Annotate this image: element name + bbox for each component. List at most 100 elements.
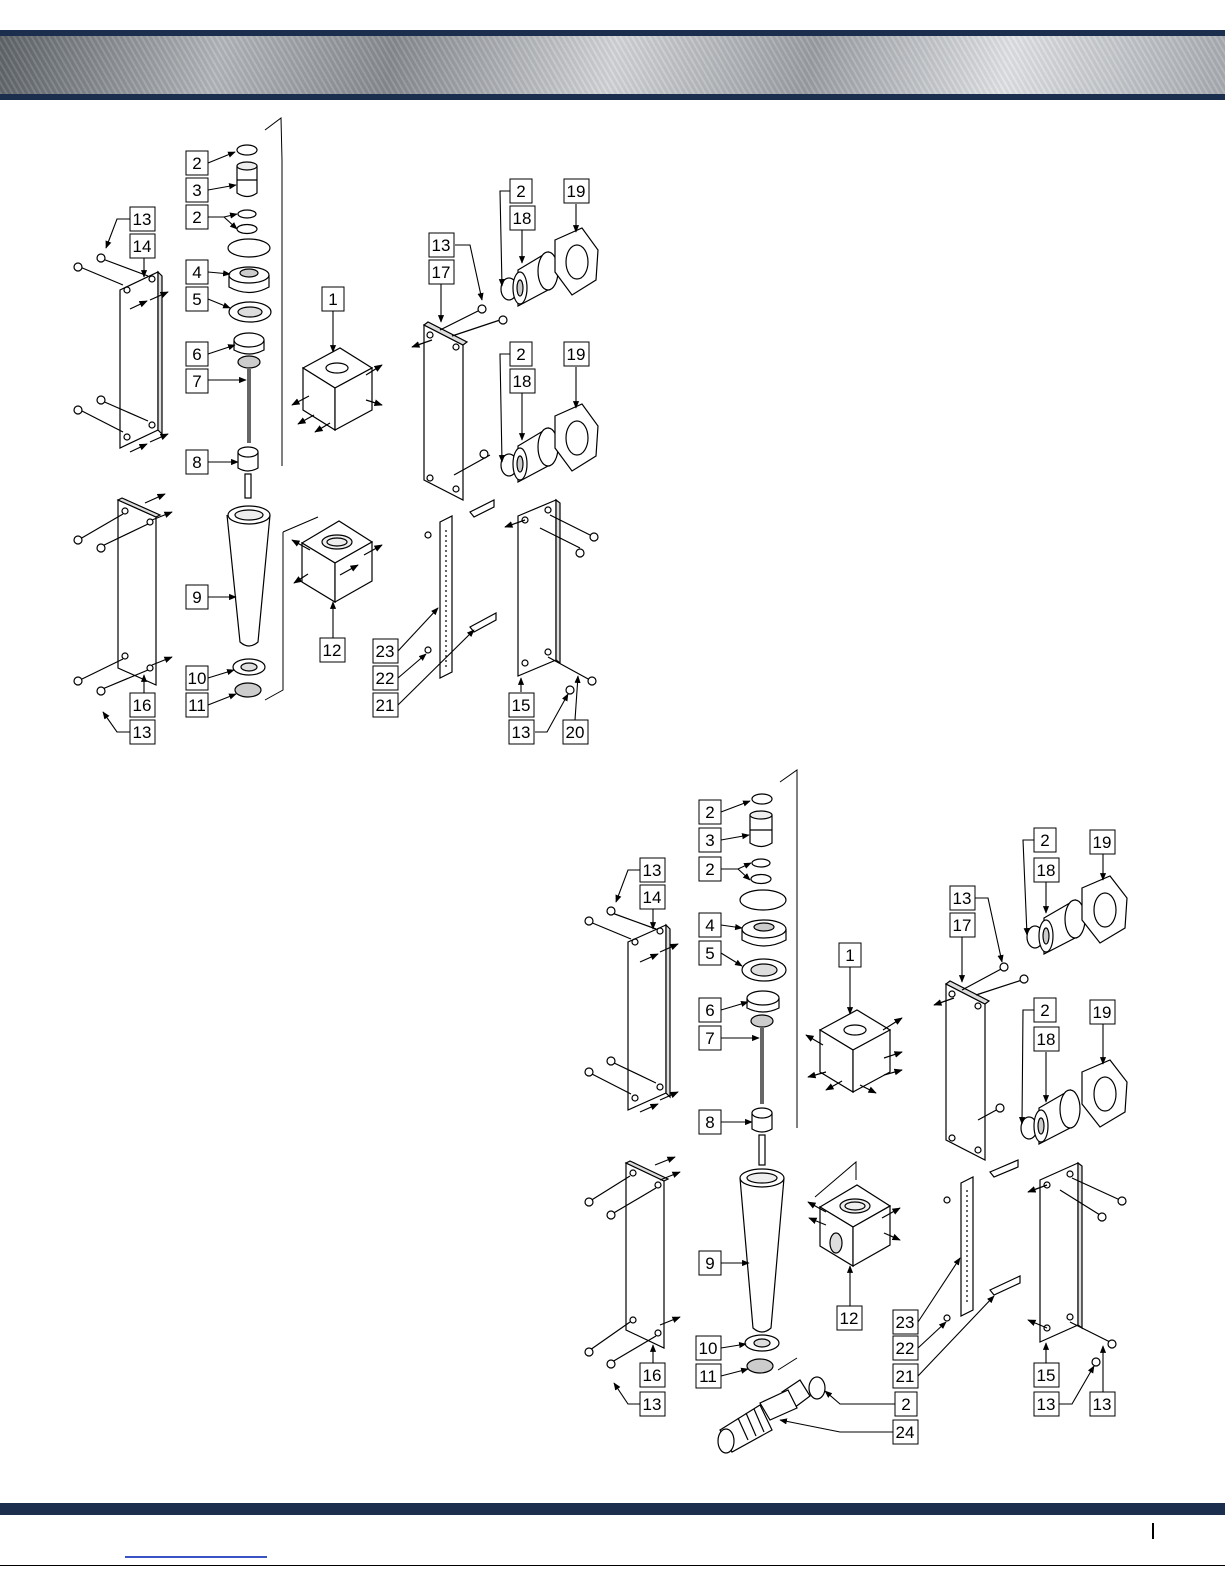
svg-text:13: 13 [643, 1395, 662, 1414]
svg-text:8: 8 [705, 1113, 714, 1132]
callout-13: 13 [509, 720, 534, 744]
callout-21: 21 [373, 693, 398, 717]
svg-text:14: 14 [133, 237, 152, 256]
callout-3: 3 [699, 828, 721, 852]
callout-2: 2 [510, 342, 532, 366]
callout-18: 18 [510, 206, 535, 230]
callout-16: 16 [640, 1363, 665, 1387]
side-plate-17 [412, 310, 500, 500]
lower-block-12 [283, 517, 382, 602]
valve-fitting-24 [718, 1377, 825, 1453]
callout-23: 23 [893, 1310, 918, 1334]
callout-6: 6 [186, 342, 208, 366]
fitting-assembly-upper [501, 228, 598, 306]
side-plate-15 [505, 500, 592, 680]
hex-nut-19-lower [555, 404, 598, 471]
callout-13: 13 [1034, 1392, 1059, 1416]
svg-text:2: 2 [901, 1395, 910, 1414]
callout-4: 4 [186, 260, 208, 284]
callout-2: 2 [699, 800, 721, 824]
seal-stack [740, 794, 786, 1373]
hex-nut-19-upper [1082, 876, 1127, 943]
svg-text:2: 2 [705, 803, 714, 822]
callout-12: 12 [320, 638, 345, 662]
screw-22 [944, 1315, 950, 1321]
o-ring-2-small-b [751, 875, 771, 884]
callout-1: 1 [322, 287, 344, 311]
o-ring-large [740, 890, 786, 910]
side-plate-16 [590, 1157, 680, 1362]
svg-text:21: 21 [896, 1367, 915, 1386]
bushing [751, 1015, 773, 1027]
callout-10: 10 [186, 666, 208, 690]
svg-text:17: 17 [953, 916, 972, 935]
seal-stack [227, 145, 271, 697]
svg-text:14: 14 [643, 888, 662, 907]
svg-text:2: 2 [705, 860, 714, 879]
side-plate-16 [80, 494, 172, 690]
callout-23: 23 [373, 639, 398, 663]
svg-text:23: 23 [896, 1313, 915, 1332]
callout-17: 17 [429, 260, 454, 284]
svg-text:4: 4 [705, 916, 714, 935]
o-ring-large [228, 239, 270, 257]
o-ring-2-small-a [238, 210, 256, 218]
svg-text:15: 15 [512, 696, 531, 715]
svg-text:2: 2 [516, 345, 525, 364]
svg-text:13: 13 [512, 723, 531, 742]
upper-block-1 [806, 1010, 902, 1093]
svg-text:7: 7 [705, 1029, 714, 1048]
svg-text:18: 18 [1037, 861, 1056, 880]
side-plate-15 [1028, 1163, 1120, 1342]
svg-text:19: 19 [1093, 1003, 1112, 1022]
footer-rule [0, 1565, 1225, 1566]
side-plate-14 [80, 258, 168, 452]
hex-nut-19-upper [555, 228, 598, 295]
callout-9: 9 [186, 585, 208, 609]
callout-7: 7 [186, 369, 208, 393]
callout-13: 13 [1090, 1392, 1115, 1416]
callout-19: 19 [564, 179, 589, 203]
svg-text:18: 18 [1037, 1030, 1056, 1049]
svg-text:11: 11 [188, 696, 206, 715]
svg-text:12: 12 [323, 641, 342, 660]
footer-link-underline[interactable] [125, 1556, 267, 1558]
nut-11 [235, 683, 261, 697]
callout-18: 18 [1034, 1027, 1059, 1051]
o-ring-2-top [237, 145, 257, 155]
screw-group-13-right [478, 305, 507, 458]
clip-21-lower [470, 613, 496, 632]
o-ring-2-small-b [237, 225, 257, 234]
svg-text:19: 19 [567, 182, 586, 201]
metering-tube-9 [227, 515, 270, 646]
svg-text:12: 12 [840, 1309, 859, 1328]
svg-text:8: 8 [192, 453, 201, 472]
hex-nut-19-lower [1082, 1060, 1127, 1127]
footer-banner [0, 1503, 1225, 1515]
svg-text:13: 13 [432, 236, 451, 255]
callout-2: 2 [1034, 828, 1056, 852]
callout-2: 2 [510, 179, 532, 203]
svg-text:13: 13 [1093, 1395, 1112, 1414]
callout-5: 5 [186, 287, 208, 311]
clip-21-upper [470, 500, 494, 517]
callout-17: 17 [950, 913, 975, 937]
svg-text:16: 16 [133, 696, 152, 715]
svg-text:3: 3 [192, 181, 201, 200]
svg-text:7: 7 [192, 372, 201, 391]
callout-22: 22 [893, 1336, 918, 1360]
svg-text:5: 5 [192, 290, 201, 309]
screw-22 [425, 647, 431, 653]
svg-text:23: 23 [376, 642, 395, 661]
callout-4: 4 [699, 913, 721, 937]
assembly-plane [265, 118, 282, 466]
svg-text:1: 1 [845, 946, 854, 965]
svg-text:24: 24 [896, 1423, 915, 1442]
clip-21-upper [990, 1160, 1018, 1177]
callout-2: 2 [1034, 998, 1056, 1022]
svg-text:13: 13 [133, 723, 152, 742]
svg-text:11: 11 [699, 1367, 717, 1386]
svg-text:2: 2 [192, 208, 201, 227]
fitting-assembly-lower [501, 404, 598, 482]
